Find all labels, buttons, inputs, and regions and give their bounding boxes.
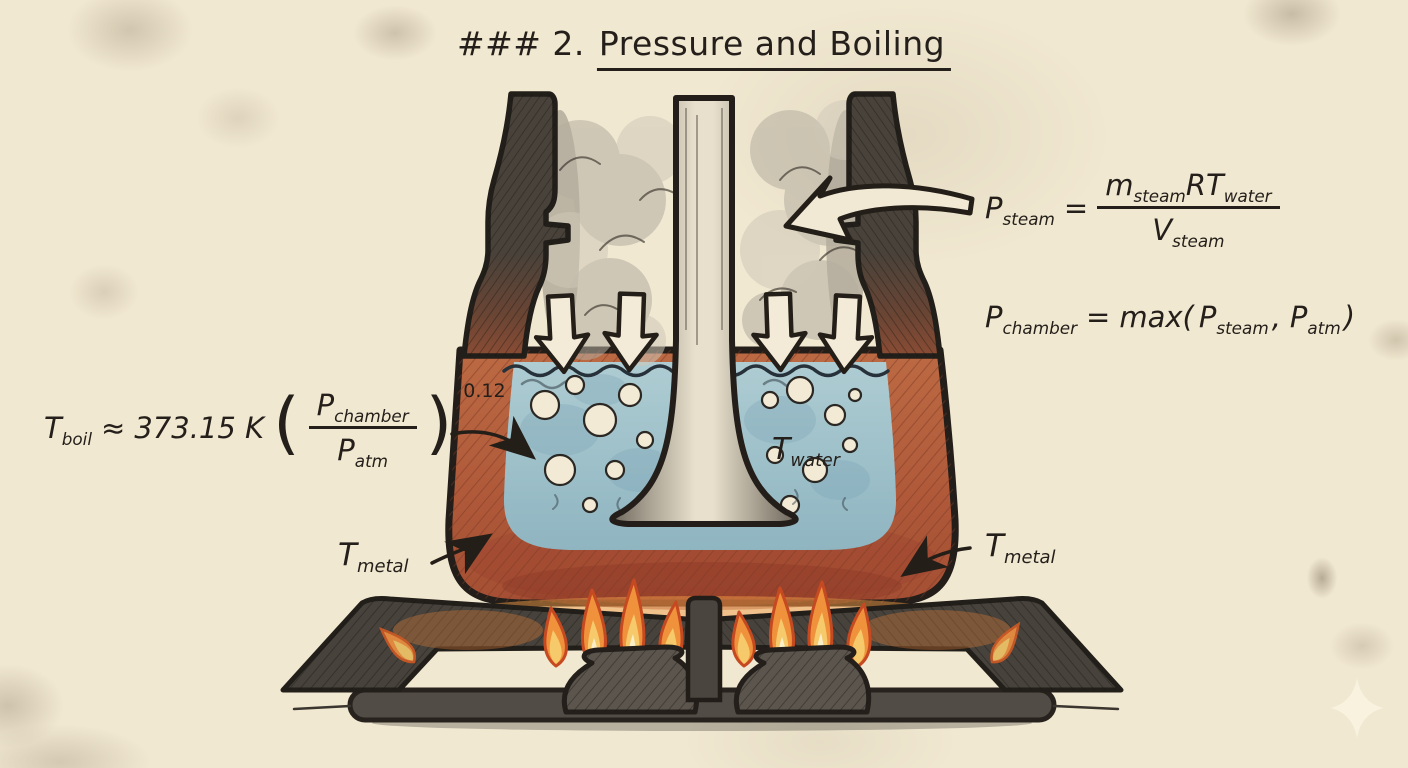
close-paren: ) [1343,300,1356,334]
p-chamber-arg2: Patm [1289,300,1341,338]
title-hashes: ### 2. [456,24,585,63]
equation-t-boil: Tboil ≈ 373.15 K ( Pchamber Patm ) 0.12 [44,380,506,469]
sparkle-icon [1331,678,1383,738]
equation-p-steam: Psteam = msteamRTwater Vsteam [985,168,1280,249]
bubbles [529,374,863,516]
t-metal-right-arrow [900,535,972,577]
exponent: 0.12 [463,380,506,402]
page-title: ### 2. Pressure and Boiling [456,24,952,71]
coefficient: 373.15 K [134,410,265,445]
equals-sign: = [1063,190,1089,225]
equation-p-chamber: Pchamber = max( Psteam , Patm ) [985,300,1356,338]
open-paren: ( [273,383,300,463]
approx-sign: ≈ [101,410,126,445]
title-heading: Pressure and Boiling [596,24,952,71]
max-function: max( [1119,300,1194,334]
comma: , [1271,300,1281,334]
steam-equation-arrow [783,175,975,243]
label-t-metal-left: Tmetal [338,537,409,578]
p-steam-fraction: msteamRTwater Vsteam [1097,168,1280,249]
p-chamber-arg1: Psteam [1198,300,1269,338]
t-boil-arrow [450,415,537,460]
t-metal-left-arrow [430,533,493,575]
chimney-column [609,95,799,527]
close-paren: ) [425,383,453,463]
t-boil-fraction: Pchamber Patm [308,388,417,469]
label-t-metal-right: Tmetal [985,528,1056,569]
p-chamber-lhs: Pchamber [985,300,1078,338]
burner-post [685,595,723,703]
annotation-arrows [430,415,972,577]
p-steam-lhs: Psteam [985,190,1055,229]
label-t-water: Twater [772,432,840,471]
t-boil-lhs: Tboil [44,410,93,449]
burner-stand [283,578,1121,731]
equals-sign: = [1086,300,1111,334]
